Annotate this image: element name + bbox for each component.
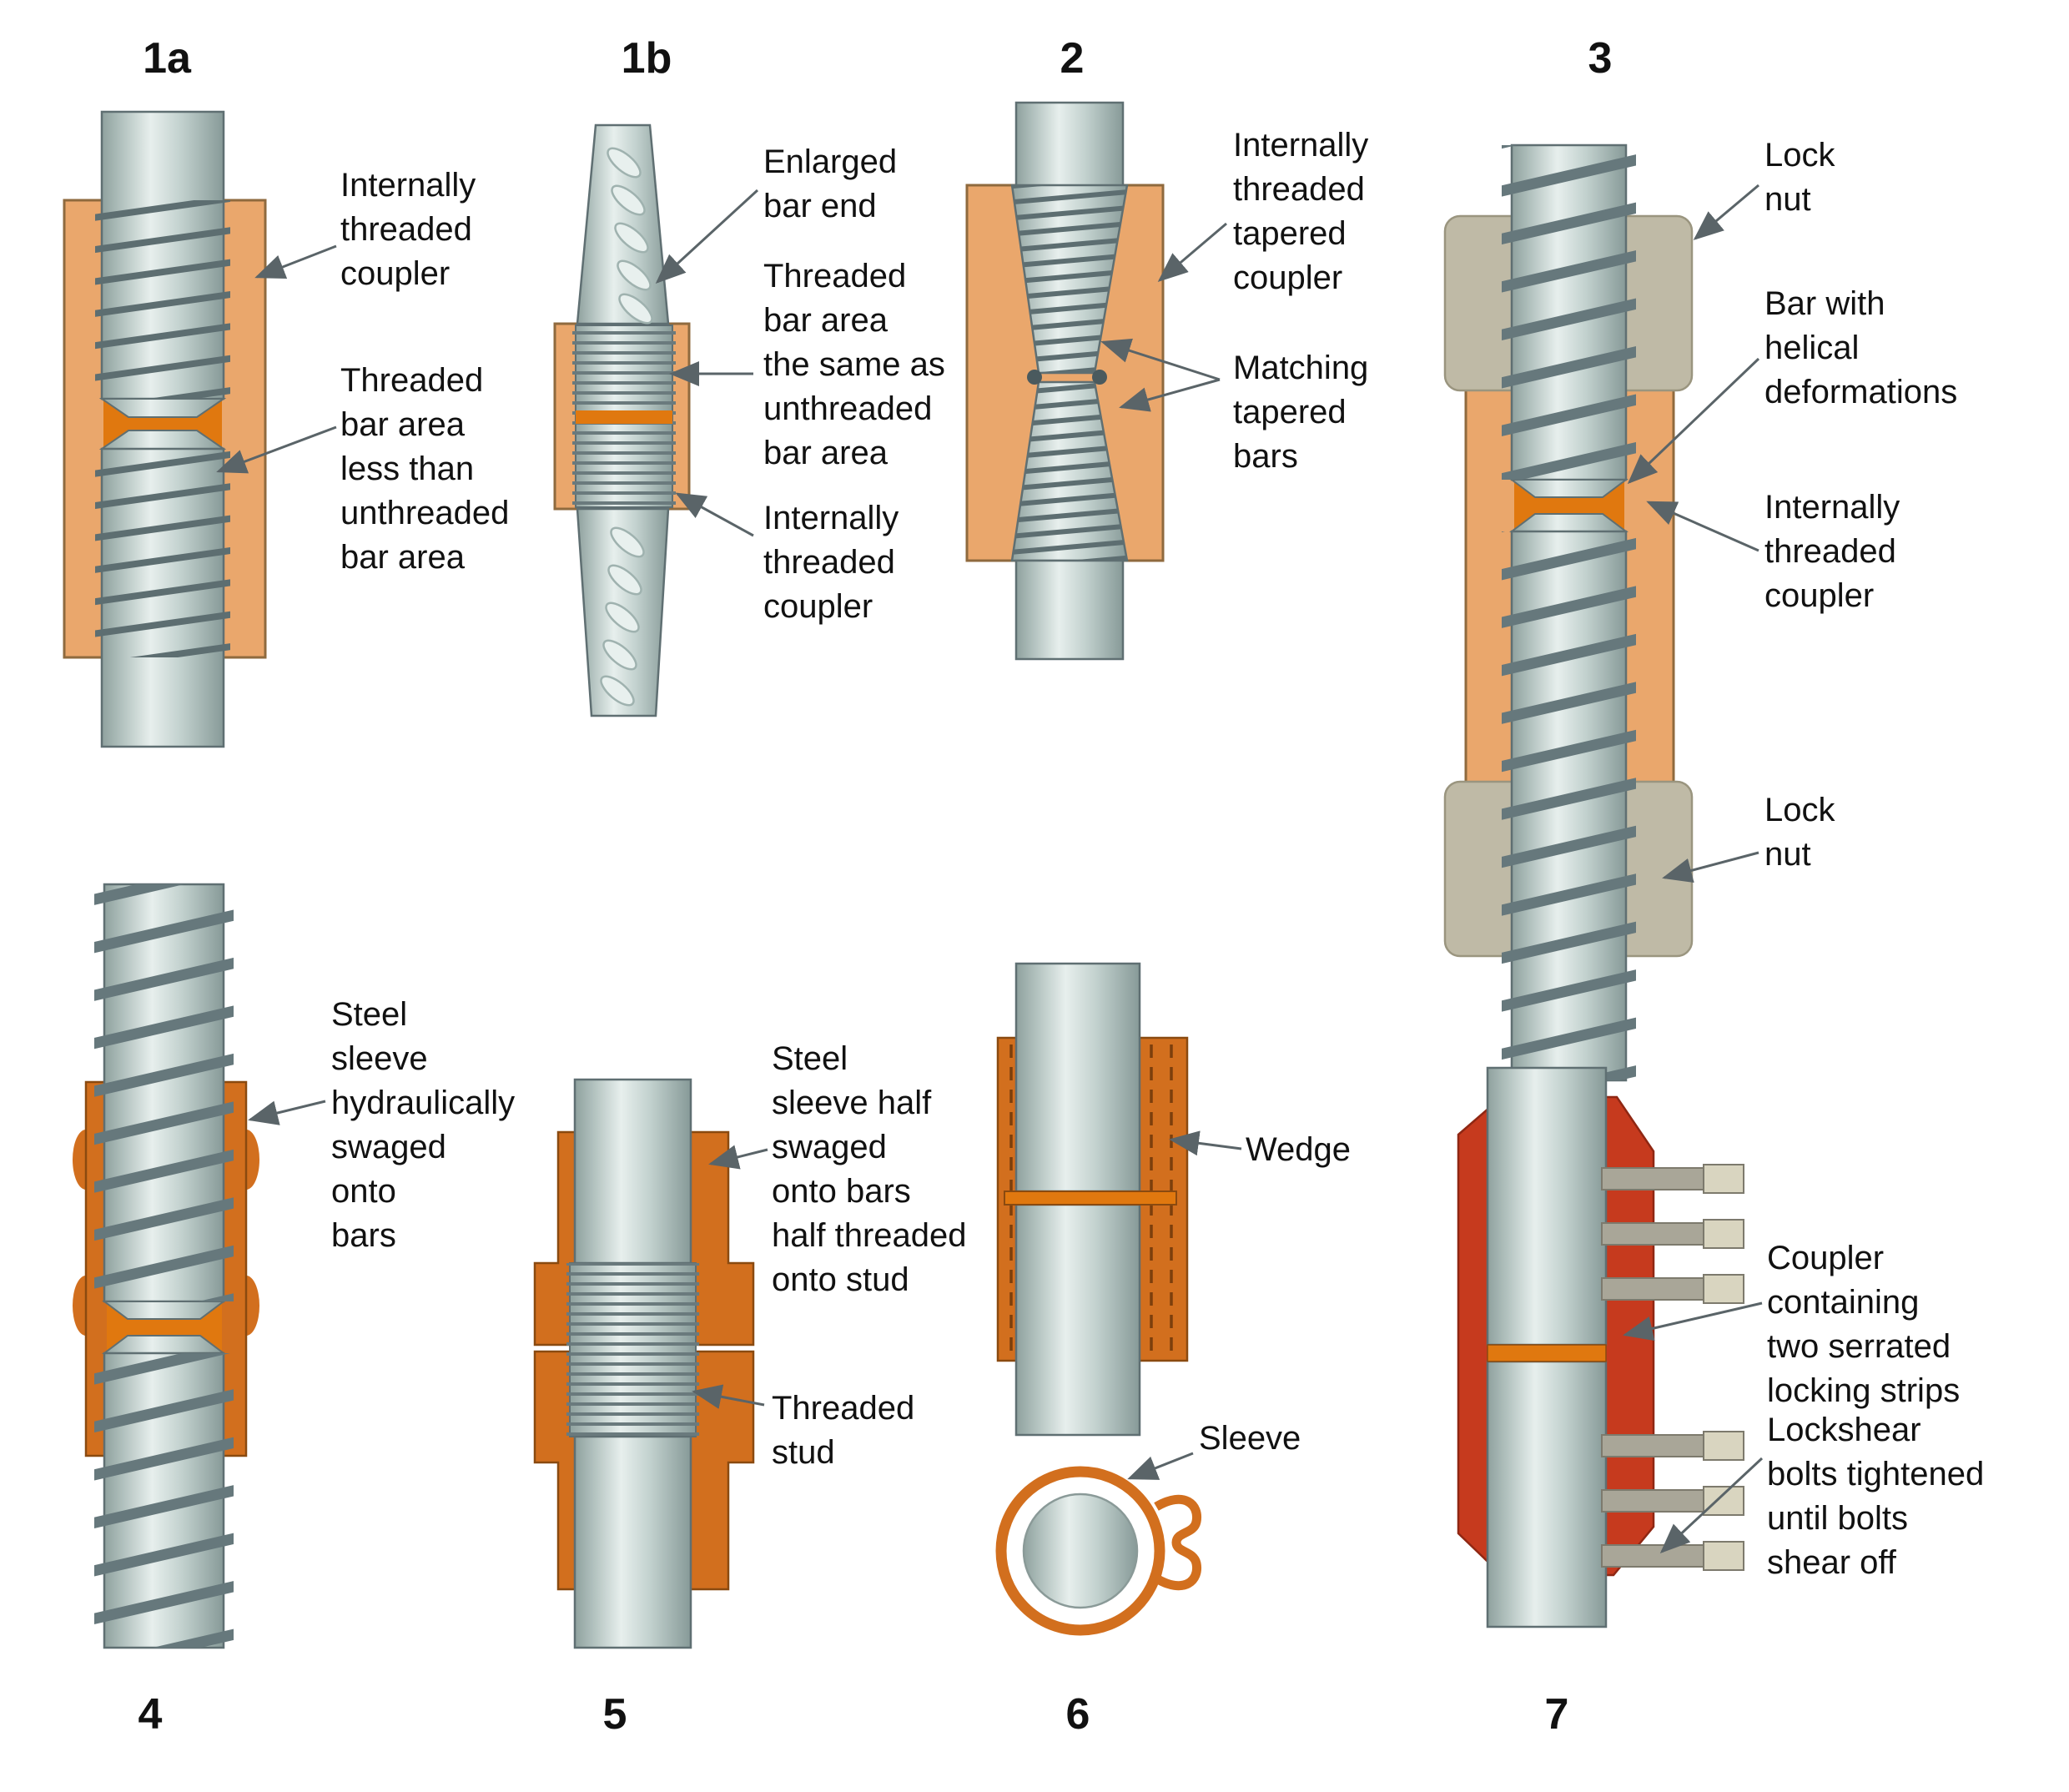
lockshear-bolt	[1601, 1486, 1744, 1516]
figure-number-5: 5	[602, 1690, 627, 1739]
arrow-to-lock-nut-top	[1693, 184, 1759, 240]
label-helical-bar-3: Bar with helical deformations	[1764, 285, 1958, 410]
figure-number-2: 2	[1060, 34, 1085, 83]
figure-number-3: 3	[1588, 34, 1613, 83]
lockshear-bolt	[1601, 1219, 1744, 1249]
lockshear-bolt	[1601, 1274, 1744, 1304]
bar-lower	[1486, 1360, 1608, 1628]
label-internally-threaded-coupler-3: Internally threaded coupler	[1764, 489, 1900, 614]
bar-bottom	[1014, 559, 1125, 661]
lockshear-bolt	[1601, 1164, 1744, 1194]
label-threaded-bar-area-1b: Threaded bar area the same as unthreaded…	[763, 258, 945, 471]
label-enlarged-bar-end-1b: Enlarged bar end	[763, 143, 898, 224]
stud-threads	[566, 1263, 699, 1437]
junction-band	[1487, 1344, 1607, 1362]
arrow-to-wedge	[1169, 1130, 1242, 1156]
bar-top	[1014, 101, 1125, 188]
arrow-to-lock-nut-bottom	[1662, 851, 1759, 883]
label-sleeve-6: Sleeve	[1199, 1420, 1301, 1457]
label-serrated-coupler-7: Coupler containing two serrated locking …	[1767, 1240, 1961, 1409]
arrow-to-coupler	[675, 492, 754, 537]
figure-1a-drawing	[63, 110, 337, 748]
arrow-to-bolts	[1659, 1457, 1764, 1554]
threads-lower	[95, 449, 230, 657]
arrow-to-helical-bar	[1627, 357, 1760, 485]
figure-6-drawing	[995, 962, 1242, 1636]
lockshear-bolt	[1601, 1541, 1744, 1571]
sleeve-seam-hook	[1154, 1494, 1202, 1591]
bar-upper	[1014, 962, 1141, 1193]
wedge-dashed-lines	[1009, 1044, 1173, 1355]
arrow-to-sleeve	[248, 1100, 326, 1125]
figure-5-drawing	[533, 1078, 768, 1649]
figure-number-7: 7	[1544, 1690, 1569, 1739]
arrow-to-tapered-coupler	[1157, 222, 1227, 282]
label-tapered-coupler-2: Internally threaded tapered coupler	[1233, 127, 1369, 296]
arrow-to-sleeve-half	[708, 1145, 768, 1170]
label-internally-threaded-coupler-1b: Internally threaded coupler	[763, 500, 899, 625]
bar-upper	[573, 1078, 692, 1265]
bar-cross-section	[1022, 1492, 1139, 1609]
bar-dimples-top	[607, 147, 653, 325]
arrow-to-threaded-stud	[692, 1384, 765, 1409]
arrow-to-bar-end	[655, 189, 759, 284]
label-threaded-bar-area-1a: Threaded bar area less than unthreaded b…	[340, 362, 510, 576]
label-matching-tapered-bars-2: Matching tapered bars	[1233, 350, 1369, 475]
label-swaged-sleeve-4: Steel sleeve hydraulically swaged onto b…	[331, 996, 516, 1254]
figure-3-drawing	[1443, 143, 1760, 1082]
figure-number-4: 4	[138, 1690, 163, 1739]
label-lockshear-bolts-7: Lockshear bolts tightened until bolts sh…	[1767, 1412, 1985, 1581]
label-internally-threaded-coupler-1a: Internally threaded coupler	[340, 167, 476, 292]
bar-lower	[1014, 1203, 1141, 1437]
bar-dimples-bottom	[600, 526, 645, 707]
figure-number-1b: 1b	[621, 34, 672, 83]
bar-gap-filler	[576, 410, 672, 424]
arrow-to-coupler	[1646, 501, 1759, 552]
figure-2-drawing	[965, 101, 1227, 661]
label-sleeve-half-5: Steel sleeve half swaged onto bars half …	[772, 1040, 967, 1298]
junction-dot-right	[1092, 370, 1107, 385]
arrow-to-lower-tapered-bar	[1119, 378, 1221, 412]
figure-number-1a: 1a	[143, 34, 191, 83]
arrow-to-upper-tapered-bar	[1100, 338, 1221, 381]
helical-ribs-upper	[1502, 145, 1636, 480]
figure-7-drawing	[1457, 1066, 1764, 1628]
threads-upper	[95, 200, 230, 399]
junction-band	[1004, 1190, 1177, 1206]
figure-4-drawing	[73, 883, 326, 1649]
bar-upper	[1486, 1066, 1608, 1347]
figure-number-6: 6	[1065, 1690, 1090, 1739]
label-threaded-stud-5: Threaded stud	[772, 1390, 915, 1471]
label-wedge-6: Wedge	[1246, 1131, 1352, 1168]
label-lock-nut-top-3: Lock nut	[1764, 137, 1835, 218]
bar-lower	[573, 1435, 692, 1649]
helical-ribs-lower	[94, 1353, 234, 1648]
label-lock-nut-bottom-3: Lock nut	[1764, 792, 1835, 873]
tapered-bar-lower-outline	[1010, 380, 1129, 562]
arrow-to-coupler	[1623, 1301, 1763, 1341]
helical-ribs-lower	[1502, 531, 1636, 1080]
arrow-to-coupler	[254, 244, 337, 279]
figure-1b-drawing	[553, 123, 759, 717]
helical-ribs-upper	[94, 884, 234, 1301]
arrow-to-sleeve-section	[1127, 1452, 1194, 1480]
lockshear-bolt	[1601, 1431, 1744, 1461]
arrow-to-threaded-bar	[216, 425, 337, 474]
junction-dot-left	[1027, 370, 1042, 385]
